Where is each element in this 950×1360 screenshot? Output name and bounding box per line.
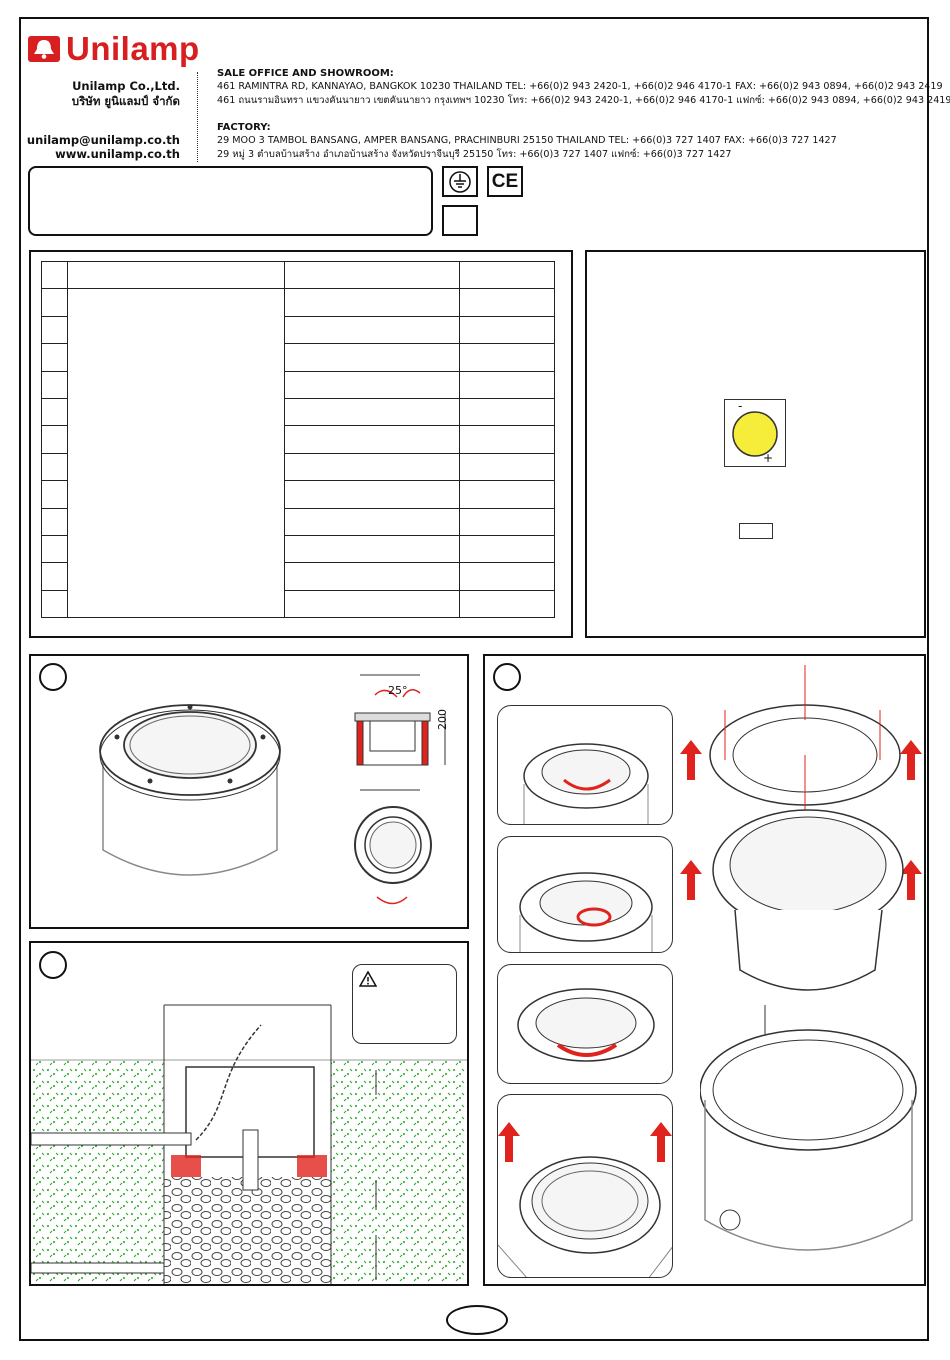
up-arrow-icon bbox=[498, 1122, 520, 1162]
product-title-box bbox=[28, 166, 433, 236]
company-email[interactable]: unilamp@unilamp.co.th bbox=[26, 133, 180, 147]
factory-address-th: 29 หมู่ 3 ตำบลบ้านสร้าง อำเภอบ้านสร้าง จ… bbox=[217, 149, 732, 160]
assembly-step-remove-screws bbox=[497, 705, 673, 825]
brand-name: Unilamp bbox=[66, 30, 200, 67]
table-row bbox=[41, 589, 555, 619]
page-frame bbox=[19, 17, 929, 1341]
step-number-1 bbox=[39, 663, 67, 691]
led-plus-label: + bbox=[763, 451, 774, 465]
empty-symbol-box bbox=[442, 205, 478, 236]
warning-icon bbox=[359, 971, 377, 987]
fixture-dimension-drawings bbox=[354, 674, 446, 905]
installation-cross-section bbox=[31, 1004, 467, 1284]
warning-note-box bbox=[352, 964, 457, 1044]
company-name-en: Unilamp Co.,Ltd. bbox=[72, 79, 180, 93]
assembly-step-rotate-ring bbox=[497, 964, 673, 1084]
table-row bbox=[41, 288, 555, 619]
brand-logo: Unilamp bbox=[28, 30, 200, 68]
up-arrow-icon bbox=[680, 860, 702, 900]
spec-table bbox=[41, 260, 555, 619]
company-name-th: บริษัท ยูนิแลมป์ จำกัด bbox=[71, 94, 180, 108]
table-row bbox=[41, 315, 555, 345]
assembly-step-lift-cover bbox=[497, 1094, 673, 1278]
led-panel bbox=[585, 250, 926, 638]
header-divider bbox=[197, 72, 198, 162]
up-arrow-icon bbox=[650, 1122, 672, 1162]
spec-panel bbox=[29, 250, 573, 638]
led-chip: - + bbox=[724, 399, 786, 467]
assembly-panel bbox=[483, 654, 926, 1286]
sale-office-address-en: 461 RAMINTRA RD, KANNAYAO, BANGKOK 10230… bbox=[217, 81, 943, 92]
step-number-3 bbox=[493, 663, 521, 691]
factory-heading: FACTORY: bbox=[217, 122, 271, 133]
sale-office-address-th: 461 ถนนรามอินทรา แขวงคันนายาว เขตคันนายา… bbox=[217, 95, 950, 106]
table-row bbox=[41, 480, 555, 509]
spec-table-header-row bbox=[41, 260, 555, 290]
dimension-panel bbox=[29, 654, 469, 929]
step-number-2 bbox=[39, 951, 67, 979]
ce-mark: CE bbox=[487, 166, 523, 197]
page-number-oval bbox=[446, 1305, 508, 1335]
height-label: 200 bbox=[436, 709, 449, 730]
exploded-assembly-drawing bbox=[700, 665, 917, 1251]
earth-ground-icon bbox=[449, 170, 471, 193]
fixture-perspective-drawing bbox=[99, 704, 281, 876]
up-arrow-icon bbox=[900, 740, 922, 780]
led-chip-drawing bbox=[732, 411, 778, 457]
led-value-box bbox=[739, 523, 773, 539]
tilt-angle-label: 25° bbox=[388, 684, 408, 697]
up-arrow-icon bbox=[680, 740, 702, 780]
company-website[interactable]: www.unilamp.co.th bbox=[55, 147, 180, 161]
assembly-step-unscrew-ring bbox=[497, 836, 673, 953]
table-row bbox=[41, 397, 555, 427]
installation-panel bbox=[29, 941, 469, 1286]
table-row bbox=[41, 507, 555, 536]
ground-symbol-box bbox=[442, 166, 478, 197]
up-arrow-icon bbox=[900, 860, 922, 900]
table-row bbox=[41, 425, 555, 454]
table-row bbox=[41, 562, 555, 591]
table-row bbox=[41, 343, 555, 372]
factory-address-en: 29 MOO 3 TAMBOL BANSANG, AMPER BANSANG, … bbox=[217, 135, 837, 146]
sale-office-heading: SALE OFFICE AND SHOWROOM: bbox=[217, 68, 394, 79]
bell-icon bbox=[28, 36, 60, 62]
led-minus-label: - bbox=[738, 399, 743, 413]
